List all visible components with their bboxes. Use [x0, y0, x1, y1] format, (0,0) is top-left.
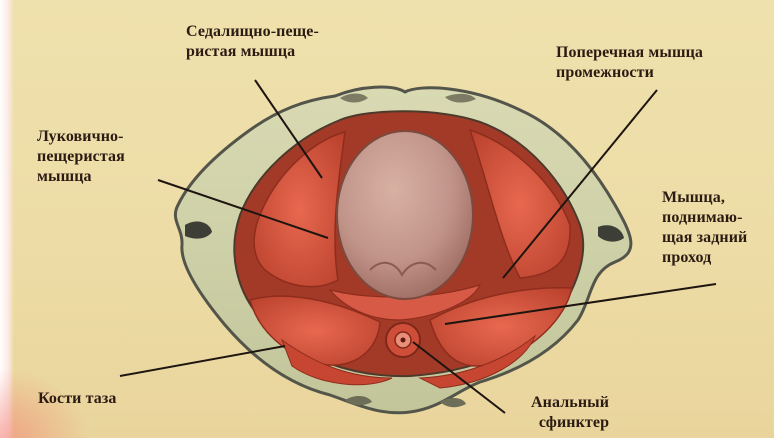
label-anal-sphincter: Анальный сфинктер — [531, 393, 609, 433]
label-ischiocavernosus: Седалищно-пеще- ристая мышца — [186, 22, 319, 62]
label-levator-ani: Мышца, поднимаю- щая задний проход — [662, 188, 747, 268]
anal-sphincter — [386, 323, 420, 357]
penile-bulb — [337, 131, 473, 299]
label-bulbospongiosus: Луковично- пещеристая мышца — [37, 127, 125, 187]
label-pelvic-bones: Кости таза — [38, 389, 116, 409]
label-transverse-perineal: Поперечная мышца промежности — [556, 43, 703, 83]
